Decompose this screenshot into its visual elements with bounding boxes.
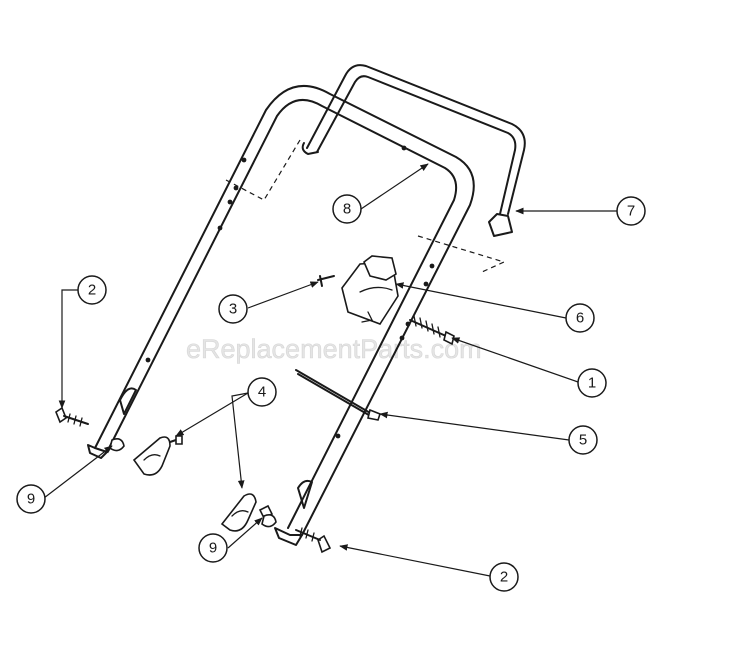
callout-5: 5 <box>568 425 598 455</box>
callout-9-left: 9 <box>16 484 46 514</box>
callout-2-upper: 2 <box>77 275 107 305</box>
callout-2-lower: 2 <box>489 562 519 592</box>
knob-part-4-upper <box>132 435 183 476</box>
bolt-part-2-upper <box>55 406 89 427</box>
callout-label: 2 <box>500 569 508 586</box>
callout-8: 8 <box>332 194 362 224</box>
callout-4: 4 <box>247 377 277 407</box>
callout-label: 9 <box>27 491 35 508</box>
callout-1: 1 <box>577 368 607 398</box>
screw-part-3 <box>317 275 335 287</box>
washer-part-9-lower <box>261 514 277 528</box>
callout-label: 4 <box>258 384 266 401</box>
callout-label: 6 <box>576 310 584 327</box>
knob-part-4-lower <box>220 493 274 532</box>
callout-label: 7 <box>627 203 635 220</box>
watermark-text: eReplacementParts.com <box>186 334 482 364</box>
hidden-line-right <box>417 235 506 273</box>
callout-label: 3 <box>229 301 237 318</box>
leader-lines <box>43 163 617 577</box>
callout-label: 1 <box>588 375 596 392</box>
cable-part-5 <box>295 369 381 421</box>
callout-6: 6 <box>565 303 595 333</box>
main-handle-frame <box>87 85 475 546</box>
upper-handle-bail <box>301 64 526 237</box>
callout-9-lower: 9 <box>198 533 228 563</box>
callout-label: 2 <box>88 282 96 299</box>
washer-part-9-left <box>109 438 125 452</box>
control-box <box>341 255 399 325</box>
callout-label: 8 <box>343 201 351 218</box>
callout-label: 9 <box>209 540 217 557</box>
callout-label: 5 <box>579 432 587 449</box>
bolt-part-2-lower <box>295 527 332 554</box>
callout-3: 3 <box>218 294 248 324</box>
hidden-line-left <box>225 139 301 201</box>
callout-7: 7 <box>616 196 646 226</box>
